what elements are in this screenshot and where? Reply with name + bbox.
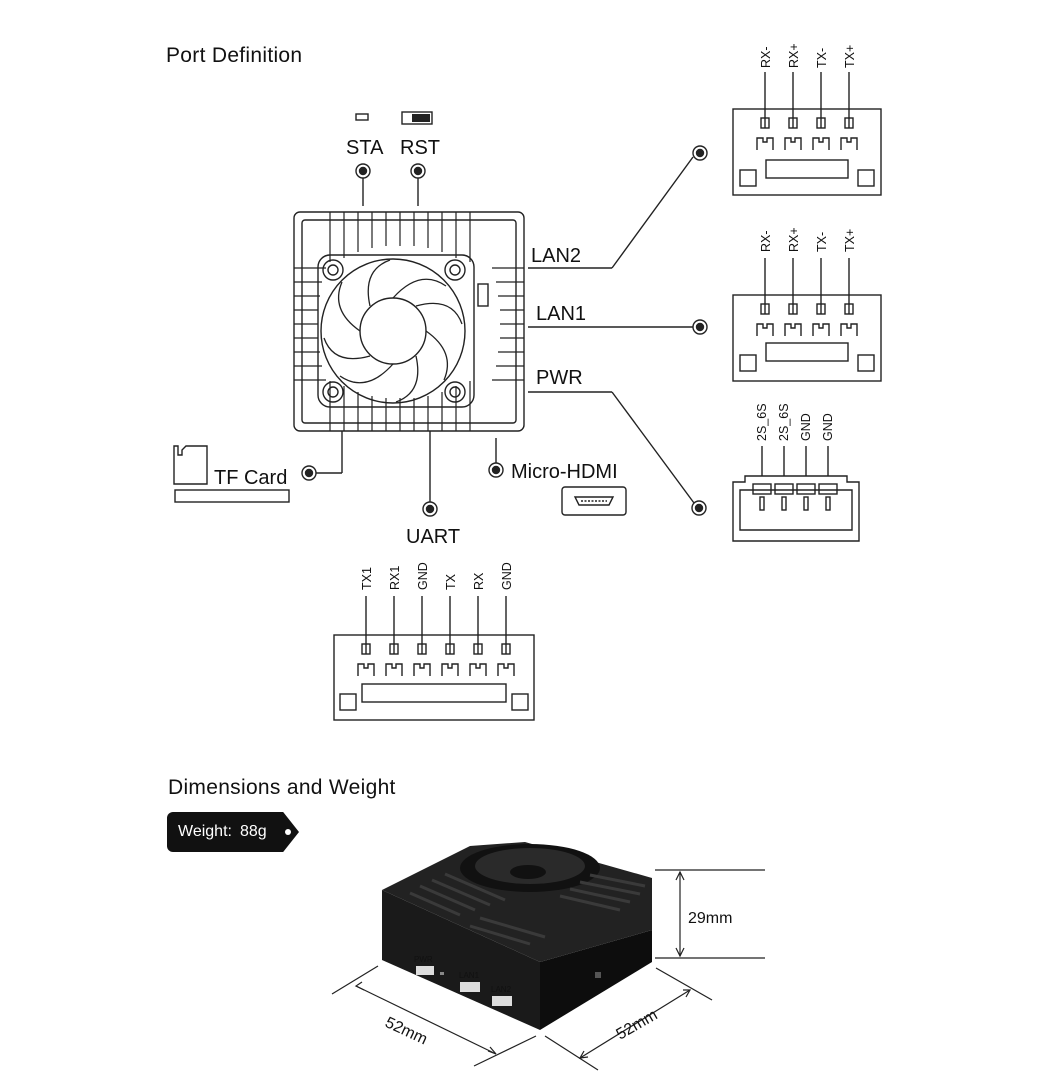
fan-hub (359, 297, 427, 365)
uart-pin-label: TX1 (360, 567, 374, 590)
pwr-pin-label: 2S_6S (777, 403, 791, 441)
sta-led-icon (355, 113, 369, 121)
height-dimension-label: 29mm (688, 910, 732, 927)
width-dimension-label: 52mm (382, 1014, 429, 1048)
pwr-connector (732, 446, 860, 542)
lan1-pin-label: RX- (759, 230, 773, 252)
dimensions-heading: Dimensions and Weight (168, 776, 396, 799)
lan2-label: LAN2 (531, 245, 581, 267)
lan1-pin-label: RX+ (787, 227, 801, 252)
uart-pin-label: RX (472, 572, 486, 590)
lan2-pin-label: TX+ (843, 45, 857, 68)
fan-blades-icon (323, 259, 463, 403)
lan1-pin-label: TX+ (843, 229, 857, 252)
lan1-label: LAN1 (536, 303, 586, 325)
screw-icon (444, 259, 466, 281)
micro-hdmi-label: Micro-HDMI (511, 461, 618, 483)
device-port-lan2: LAN2 (491, 985, 512, 994)
uart-pin-label: RX1 (388, 566, 402, 590)
sd-card-icon (173, 445, 290, 503)
lan2-pin-label: RX- (759, 46, 773, 68)
lan2-pin-label: RX+ (787, 43, 801, 68)
sta-label: STA (346, 137, 384, 159)
micro-hdmi-icon (561, 486, 627, 516)
rst-button-icon (401, 111, 433, 125)
device-port-pwr: PWR (414, 955, 433, 964)
rst-label: RST (400, 137, 440, 159)
device-port-lan1: LAN1 (459, 971, 480, 980)
lan2-connector (732, 72, 882, 196)
fan-ring (320, 258, 466, 404)
lan1-pin-label: TX- (815, 232, 829, 252)
pwr-pin-label: 2S_6S (755, 403, 769, 441)
pwr-pin-label: GND (799, 413, 813, 441)
screw-icon (322, 381, 344, 403)
weight-badge: Weight: 88g (167, 812, 299, 852)
uart-label: UART (406, 526, 460, 548)
uart-pin-label: GND (500, 562, 514, 590)
pwr-label: PWR (536, 367, 583, 389)
port-definition-heading: Port Definition (166, 44, 303, 67)
uart-pin-label: GND (416, 562, 430, 590)
weight-badge-dot (285, 829, 291, 835)
height-dimension (655, 869, 765, 959)
uart-connector (333, 596, 535, 721)
rst-button-slider (412, 114, 430, 122)
device-isometric (382, 842, 652, 1030)
screw-icon (322, 259, 344, 281)
tf-card-label: TF Card (214, 467, 287, 489)
weight-label: Weight: (178, 823, 232, 840)
uart-pin-label: TX (444, 573, 458, 590)
pwr-pin-label: GND (821, 413, 835, 441)
rst-callout-dot (413, 166, 423, 176)
lan1-connector (732, 258, 882, 382)
lan2-pin-label: TX- (815, 48, 829, 68)
depth-dimension (544, 967, 713, 1071)
depth-dimension-label: 52mm (614, 1007, 661, 1044)
module-top-view (293, 211, 525, 432)
weight-value: 88g (239, 823, 267, 840)
sta-callout-dot (358, 166, 368, 176)
screw-icon (444, 381, 466, 403)
width-dimension (331, 965, 537, 1067)
